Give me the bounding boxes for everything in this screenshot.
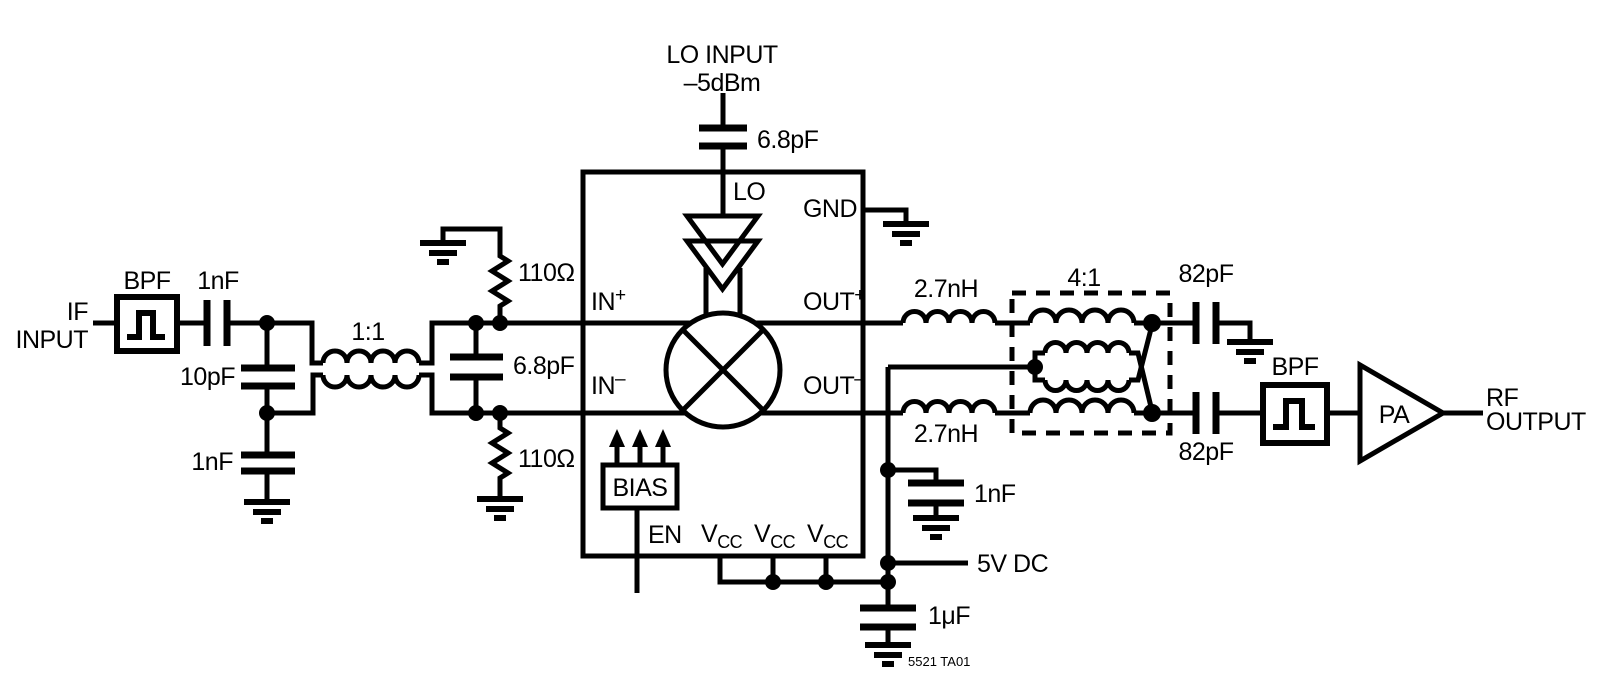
resistor-110-top: [440, 226, 513, 323]
ground-icon: [477, 499, 523, 518]
transformer-4to1-bottom-winding: [1027, 397, 1137, 414]
lo-port-label-line2: –5dBm: [684, 69, 761, 97]
transformer-1to1-secondary-winding: [320, 374, 422, 390]
shunt-cap2-value: 1nF: [191, 448, 233, 476]
capacitor-series-1nF: [203, 300, 231, 346]
capacitor-lo-6p8pF: [699, 124, 747, 150]
labels: IF INPUT BPF 1nF 10pF 1nF 1:1 110Ω 110Ω …: [16, 41, 1587, 669]
pa-label: PA: [1379, 401, 1410, 429]
if-port-label-line1: IF: [67, 298, 88, 326]
series-cap-value: 1nF: [197, 267, 239, 295]
ground-icon: [865, 645, 911, 664]
bandpass-icon: [1273, 398, 1315, 430]
lo-port-label-line1: LO INPUT: [666, 41, 778, 69]
pin-lo-label: LO: [733, 178, 765, 206]
shunt-cap1-value: 10pF: [180, 363, 235, 391]
pin-gnd-label: GND: [803, 195, 857, 223]
termination-bottom-value: 110Ω: [518, 445, 575, 473]
capacitor-bypass-1uF: [860, 604, 916, 631]
ground-symbols: [244, 224, 1273, 664]
rf-bpf-label: BPF: [1271, 353, 1318, 381]
choke-bottom-value: 2.7nH: [914, 420, 978, 448]
pin-in-minus-label: IN–: [591, 369, 626, 400]
pin-vcc3-label: VCC: [807, 520, 849, 552]
transformer-4to1-top-winding: [1027, 307, 1137, 324]
ground-icon: [913, 518, 959, 537]
ground-icon: [420, 243, 466, 262]
bias-arrow-icon: [609, 429, 625, 447]
transformer-1to1-primary-winding: [320, 348, 422, 364]
pin-vcc2-label: VCC: [754, 520, 796, 552]
capacitor-82pF-top: [1192, 302, 1220, 344]
ground-icon: [1227, 342, 1273, 361]
pin-out-plus-label: OUT+: [803, 285, 865, 316]
mixer-ic-outline: [580, 169, 866, 559]
capacitor-shunt-10pF: [241, 364, 295, 390]
pin-out-minus-label: OUT–: [803, 369, 865, 400]
if-port-label-line2: INPUT: [16, 326, 89, 354]
termination-top-value: 110Ω: [518, 259, 575, 287]
inductor-2p7nH-top: [900, 309, 998, 324]
transformer-4to1-dashed-outline: [1009, 290, 1173, 436]
junction-dots: [259, 314, 1161, 590]
transformer-4to1-ratio: 4:1: [1067, 264, 1100, 292]
capacitor-bypass-1nF: [908, 479, 964, 507]
bypass-cap1-value: 1nF: [974, 480, 1016, 508]
diff-cap-value: 6.8pF: [513, 352, 575, 380]
choke-top-value: 2.7nH: [914, 275, 978, 303]
capacitor-82pF-bottom: [1192, 392, 1220, 434]
figure-id: 5521 TA01: [908, 654, 970, 669]
cap-82pF-bottom-value: 82pF: [1179, 438, 1234, 466]
lo-buffer-icon: [682, 213, 763, 320]
ground-icon: [883, 224, 929, 243]
transformer-4to1-mid-upper-winding: [1042, 340, 1132, 354]
ground-icon: [244, 502, 290, 521]
transformer-4to1-mid-lower-winding: [1042, 379, 1132, 393]
lo-coupling-cap-value: 6.8pF: [757, 126, 819, 154]
if-bpf-block: [114, 294, 180, 354]
bandpass-icon: [127, 310, 165, 340]
pa-amplifier-icon: [1357, 360, 1448, 466]
capacitors: [203, 124, 1220, 631]
capacitor-shunt-1nF: [241, 451, 295, 475]
if-bpf-label: BPF: [123, 267, 170, 295]
pin-vcc1-label: VCC: [701, 520, 743, 552]
supply-label: 5V DC: [977, 550, 1049, 578]
pin-in-plus-label: IN+: [591, 285, 626, 316]
pin-en-label: EN: [648, 521, 682, 549]
capacitor-diff-6p8pF: [450, 353, 503, 381]
bias-block-label: BIAS: [613, 474, 668, 502]
transformer-1to1-ratio: 1:1: [351, 318, 384, 346]
bias-arrow-icon: [655, 429, 671, 447]
mixer-core-icon: [663, 310, 783, 430]
bypass-cap2-value: 1μF: [928, 602, 970, 630]
cap-82pF-top-value: 82pF: [1179, 260, 1234, 288]
rf-port-label-line1: RF: [1486, 384, 1519, 412]
bias-arrow-icon: [632, 429, 648, 447]
rf-bpf-block: [1260, 382, 1330, 446]
resistor-110-bottom: [487, 413, 513, 497]
bias-block: [600, 429, 680, 511]
inductor-2p7nH-bottom: [900, 399, 998, 414]
rf-port-label-line2: OUTPUT: [1486, 408, 1586, 436]
